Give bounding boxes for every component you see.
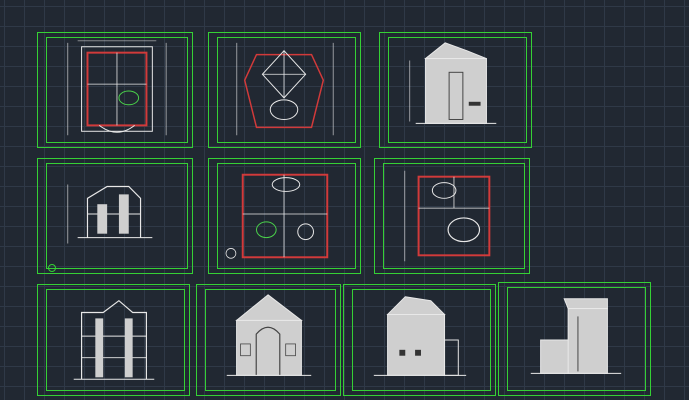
elevation-drawing	[373, 296, 467, 376]
elevation-drawing	[530, 298, 622, 374]
drawing-sheet-elevation-4[interactable]	[498, 282, 651, 396]
drawing-sheet-elevation-1[interactable]	[379, 32, 532, 148]
sheet-inner-frame	[388, 37, 527, 143]
elevation-drawing	[409, 42, 497, 124]
drawing-sheet-floor-plan-2[interactable]	[208, 158, 361, 274]
ucs-origin-marker	[48, 264, 56, 272]
sheet-inner-frame	[217, 163, 356, 269]
roof-plan-drawing	[236, 42, 334, 136]
elevation-drawing	[226, 294, 312, 376]
sheet-inner-frame	[217, 37, 356, 143]
sheet-inner-frame	[352, 289, 491, 391]
floor-plan-drawing	[225, 173, 329, 259]
drawing-sheet-elevation-2[interactable]	[196, 284, 341, 396]
floor-plan-drawing	[404, 170, 491, 262]
sheet-inner-frame	[383, 163, 525, 269]
section-drawing	[73, 299, 155, 380]
sheet-inner-frame	[205, 289, 336, 391]
drawing-sheet-section-2[interactable]	[37, 284, 190, 396]
drawing-sheet-roof-plan[interactable]	[208, 32, 361, 148]
drawing-sheet-section-1[interactable]	[37, 158, 193, 274]
drawing-sheet-elevation-3[interactable]	[343, 284, 496, 396]
drawing-sheet-floor-plan-3[interactable]	[374, 158, 530, 274]
sheet-inner-frame	[507, 287, 646, 391]
floor-plan-drawing	[67, 40, 167, 136]
drawing-sheet-floor-plan-1[interactable]	[37, 32, 193, 148]
sheet-inner-frame	[46, 163, 188, 269]
section-drawing	[67, 184, 153, 244]
sheet-inner-frame	[46, 37, 188, 143]
sheet-inner-frame	[46, 289, 185, 391]
